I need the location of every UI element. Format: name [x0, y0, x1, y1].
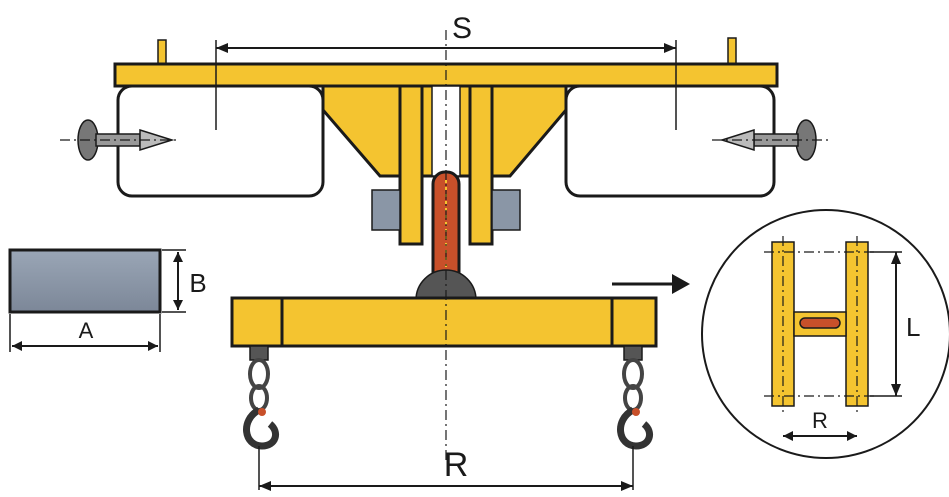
dimension-s: S: [215, 12, 677, 130]
dimension-r: R: [258, 446, 634, 491]
lower-beam: [230, 296, 658, 348]
vertical-plate-right: [468, 84, 494, 246]
cross-section: A B: [8, 248, 207, 352]
side-block-right: [491, 189, 521, 231]
lifting-hook-icon: [243, 345, 280, 450]
section-rectangle: [8, 248, 162, 314]
lifting-pin-right: [727, 37, 737, 67]
label-l: L: [906, 312, 920, 342]
side-block-left: [371, 189, 401, 231]
detail-chain: [799, 317, 841, 329]
arrow-right-icon: [612, 274, 690, 294]
label-a: A: [79, 318, 94, 343]
label-s: S: [452, 12, 472, 45]
lifting-hook-icon: [617, 345, 654, 450]
detail-view: L R: [701, 209, 949, 459]
label-b: B: [189, 268, 206, 298]
label-r: R: [444, 446, 469, 484]
lifting-pin-left: [157, 39, 167, 67]
label-detail-r: R: [812, 408, 828, 433]
top-frame: [113, 37, 779, 246]
vertical-plate-left: [398, 84, 424, 246]
